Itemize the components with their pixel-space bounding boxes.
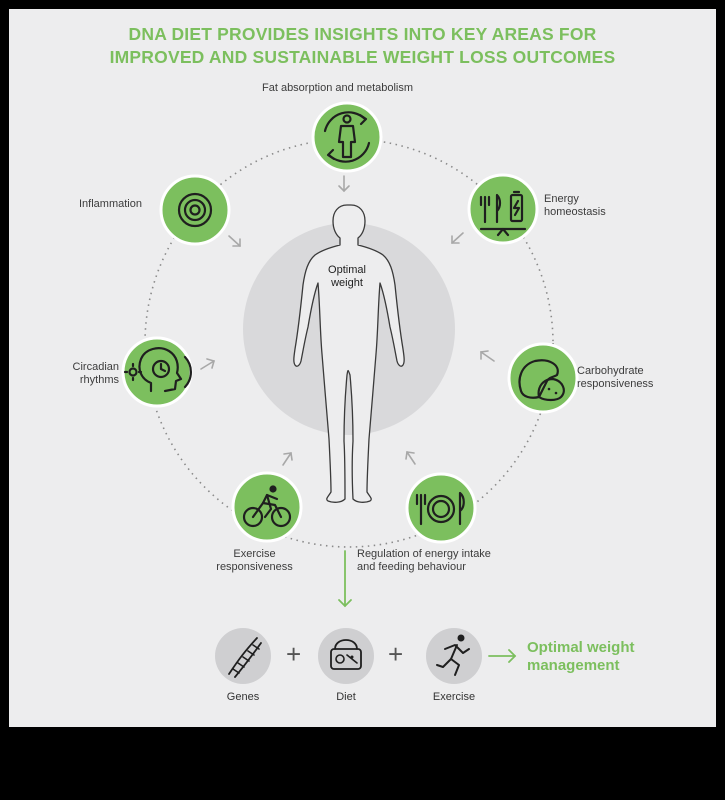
page-title: DNA DIET PROVIDES INSIGHTS INTO KEY AREA… — [109, 24, 616, 67]
label-energy-homeostasis: Energy homeostasis — [544, 193, 606, 218]
plate-cutlery-icon — [405, 472, 477, 544]
result-arrow — [488, 649, 517, 663]
arrow-from-carb — [480, 350, 495, 362]
plus-sign-1: + — [286, 639, 302, 669]
human-figure-icon — [293, 204, 405, 503]
target-rings-icon — [159, 174, 231, 246]
arrow-from-regulation — [405, 451, 416, 465]
arrow-from-circadian — [200, 358, 215, 370]
arrow-from-inflammation — [228, 235, 241, 247]
arrow-from-exercise — [282, 452, 293, 466]
cutlery-battery-balance-icon — [467, 173, 539, 245]
genes-circle — [215, 628, 271, 684]
label-diet: Diet — [336, 691, 356, 703]
runner-icon — [436, 634, 470, 676]
label-exercise: Exercise — [432, 691, 476, 703]
dna-icon — [228, 637, 262, 678]
center-label: Optimal weight — [328, 264, 366, 289]
label-regulation: Regulation of energy intake and feeding … — [357, 548, 491, 573]
arrow-from-fat — [338, 175, 350, 193]
down-arrow — [338, 550, 352, 608]
result-label: Optimal weight management — [527, 639, 635, 674]
label-carbohydrate: Carbohydrate responsiveness — [577, 365, 654, 390]
bread-potato-icon — [507, 342, 579, 414]
label-fat-absorption: Fat absorption and metabolism — [262, 82, 414, 94]
label-circadian: Circadian rhythms — [72, 361, 119, 386]
arrow-from-energy — [451, 232, 464, 244]
cyclist-icon — [231, 471, 303, 543]
food-basket-icon — [330, 639, 362, 670]
body-metabolism-icon — [311, 101, 383, 173]
plus-sign-2: + — [388, 639, 404, 669]
label-inflammation: Inflammation — [79, 198, 142, 210]
diet-circle — [318, 628, 374, 684]
diagram-canvas — [121, 101, 579, 684]
exercise-circle — [426, 628, 482, 684]
head-clock-sun-icon — [121, 336, 193, 408]
infographic-panel: DNA DIET PROVIDES INSIGHTS INTO KEY AREA… — [9, 9, 716, 727]
label-exercise-responsiveness: Exercise responsiveness — [216, 548, 293, 573]
label-genes: Genes — [226, 691, 260, 703]
inward-arrows — [200, 175, 495, 466]
